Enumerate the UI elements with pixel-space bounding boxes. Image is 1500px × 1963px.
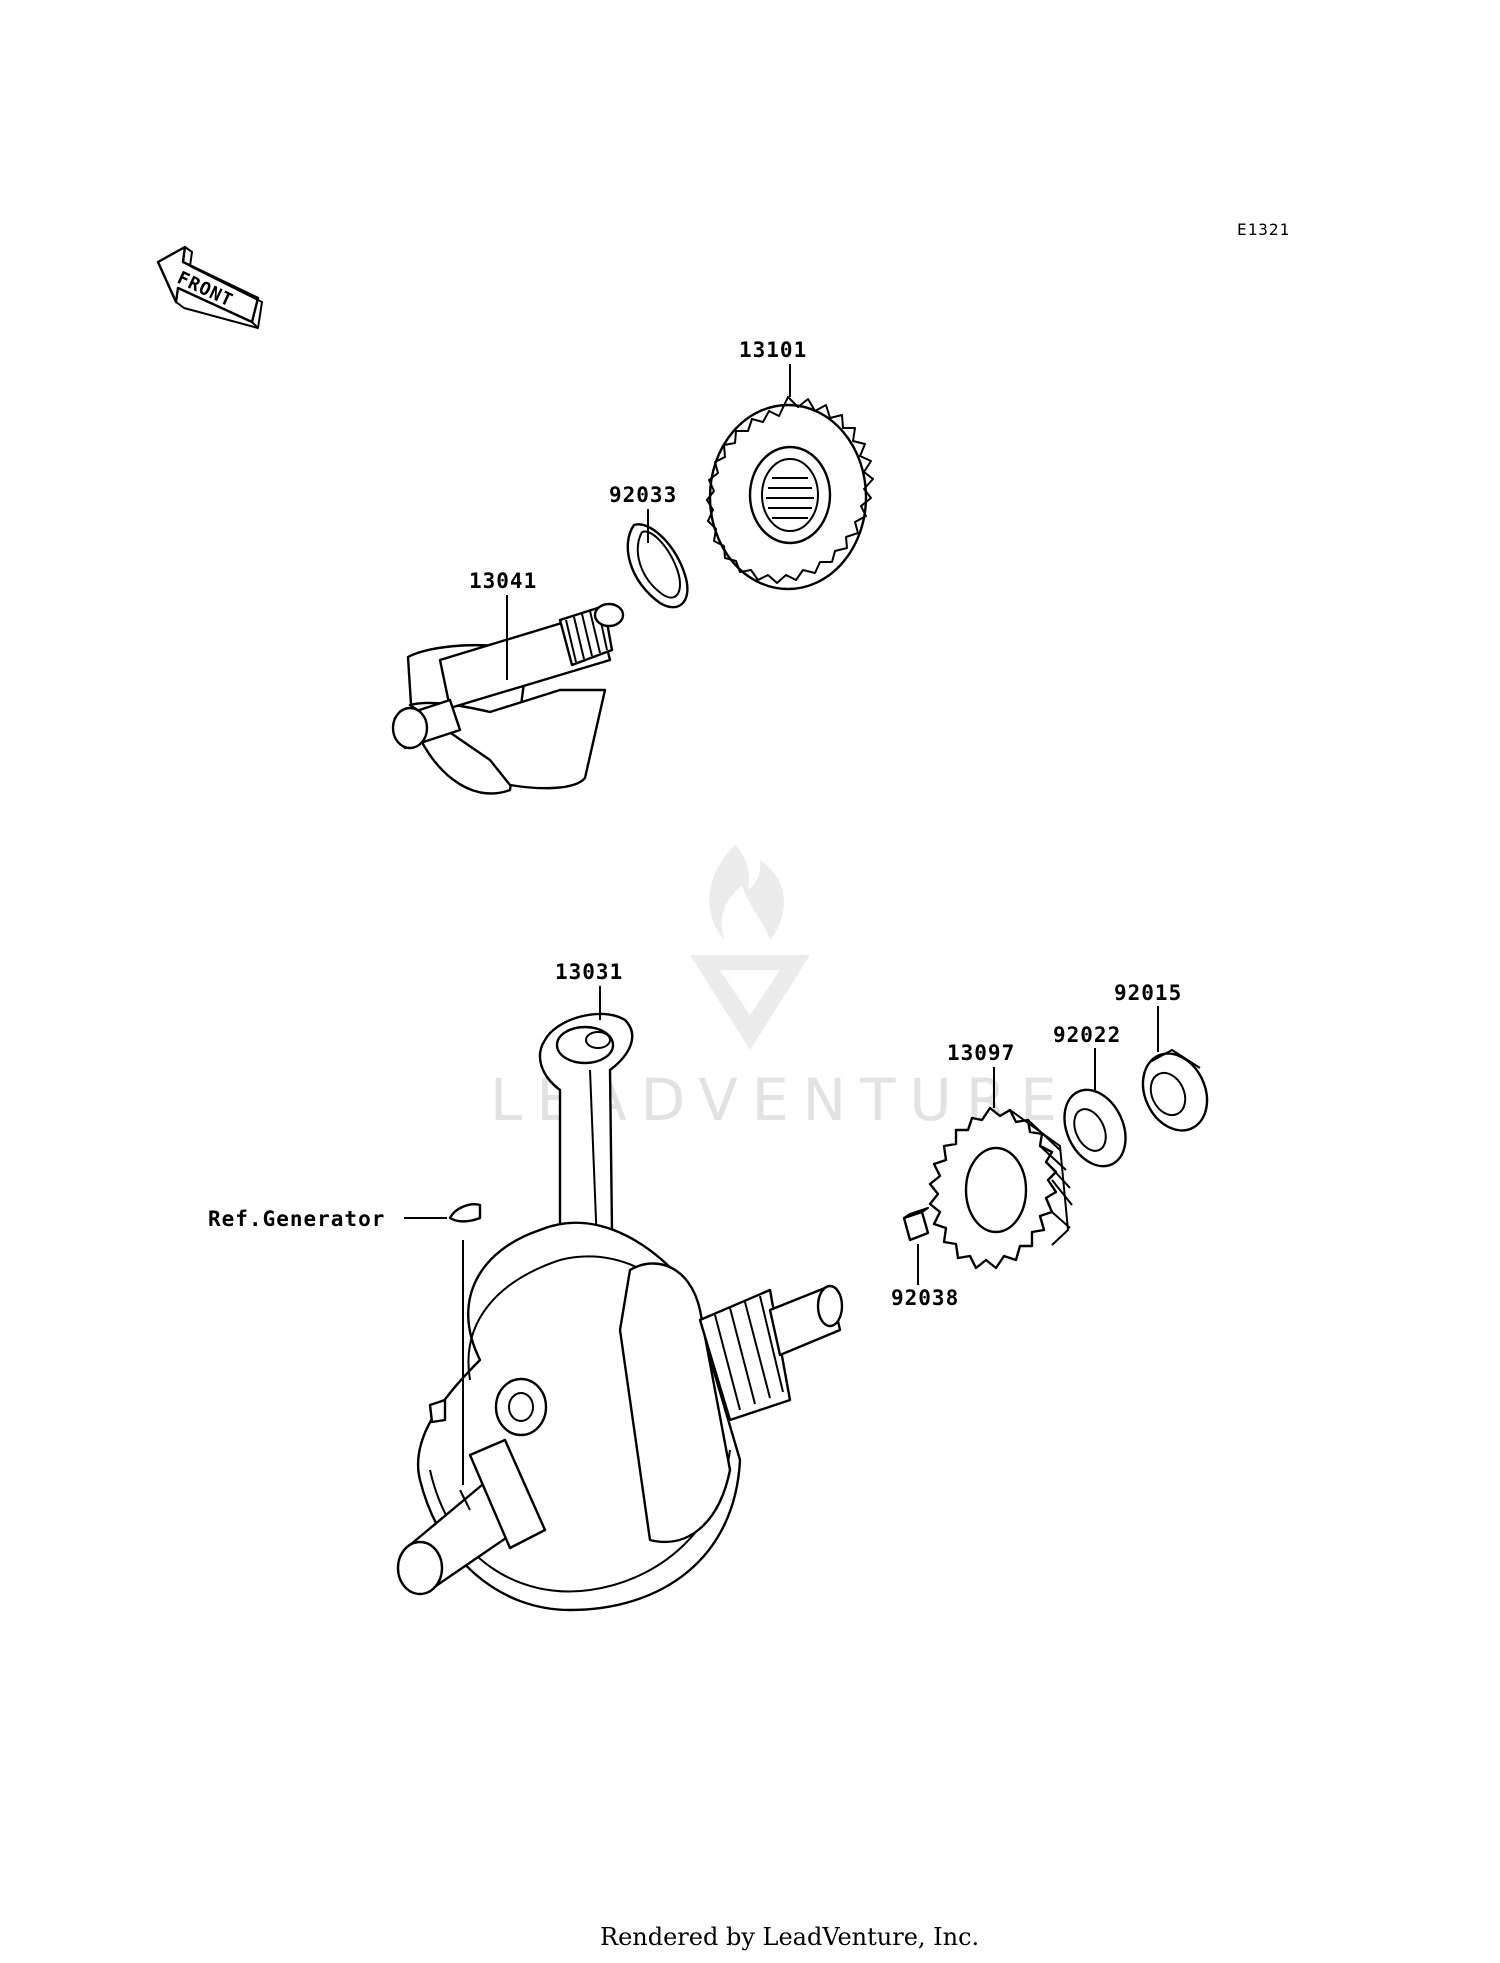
front-arrow-icon [156,245,260,324]
part-13041-balancer-shaft: 13041 [391,569,625,795]
label-92015: 92015 [1114,981,1182,1005]
label-ref-generator: Ref.Generator [208,1207,385,1231]
label-13101: 13101 [739,338,807,362]
label-92022: 92022 [1053,1023,1121,1047]
ref-generator-key: Ref.Generator [208,1203,482,1485]
label-13031: 13031 [555,960,623,984]
part-92015-nut: 92015 [1114,981,1209,1132]
label-13097: 13097 [947,1041,1015,1065]
part-13101-gear: 13101 [706,338,874,591]
footer-credit: Rendered by LeadVenture, Inc. [600,1923,979,1951]
part-92033-circlip: 92033 [609,483,689,609]
front-arrow: FRONT [156,245,263,329]
part-13031-crankshaft: 13031 [396,960,844,1612]
part-13097-gear: 13097 [928,1041,1073,1270]
watermark-flame-icon [709,845,784,940]
label-92038: 92038 [891,1286,959,1310]
part-92022-washer: 92022 [1053,1023,1127,1168]
diagram-code: E1321 [1237,220,1290,239]
label-92033: 92033 [609,483,677,507]
watermark-v-icon [690,955,810,1050]
label-13041: 13041 [469,569,537,593]
part-92038-key: 92038 [891,1207,959,1310]
